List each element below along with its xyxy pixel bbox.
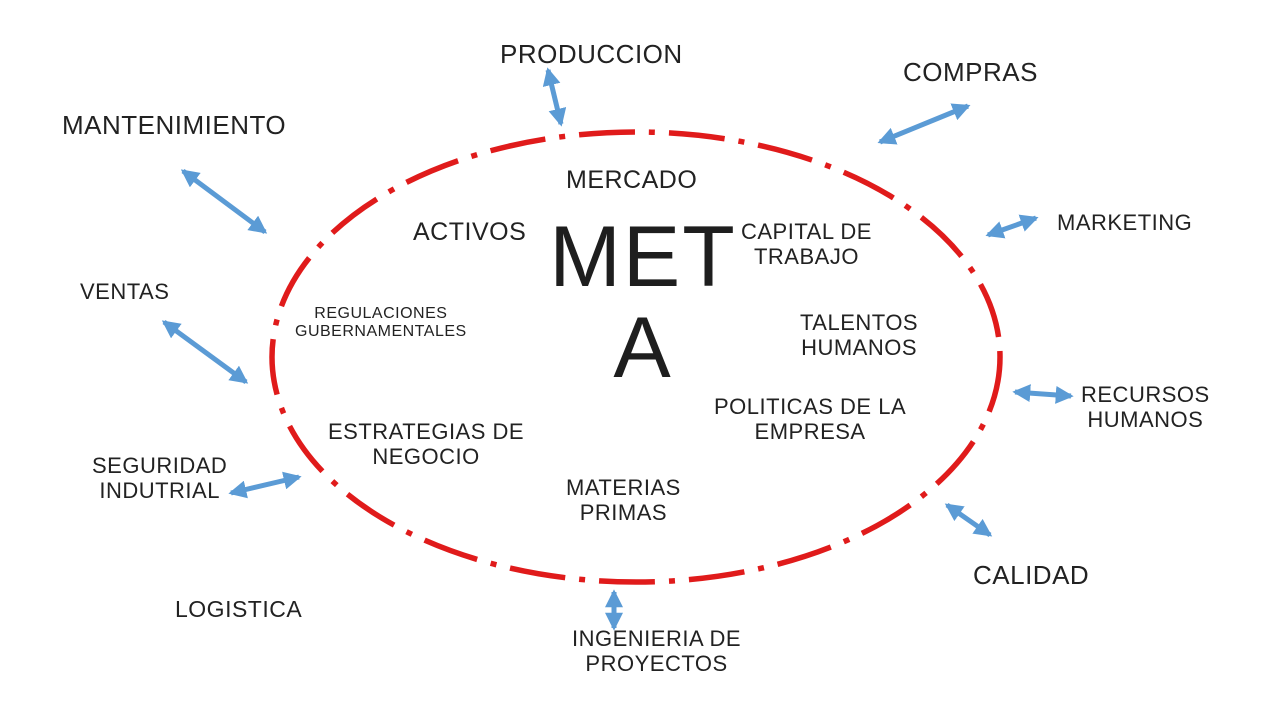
arrow-mantenimiento: [180, 168, 268, 235]
arrow-ventas: [161, 319, 249, 385]
label-calidad: CALIDAD: [973, 560, 1090, 590]
label-recursos-line-2: HUMANOS: [1087, 406, 1204, 432]
label-marketing: MARKETING: [1057, 210, 1193, 235]
label-ingenieria-line-1: INGENIERIA DE: [572, 626, 742, 651]
label-ingenieria-line-2: PROYECTOS: [585, 650, 728, 676]
arrow-produccion: [542, 67, 567, 127]
label-talentos-line-2: HUMANOS: [801, 334, 918, 360]
label-estrategias-de-negocio: ESTRATEGIAS DE NEGOCIO: [328, 419, 525, 469]
arrow-calidad: [944, 502, 993, 538]
label-talentos-line-1: TALENTOS: [800, 310, 919, 335]
label-ventas: VENTAS: [80, 279, 170, 304]
center-title-line-2: A: [613, 300, 673, 397]
label-seguridad-indutrial: SEGURIDAD INDUTRIAL: [92, 453, 228, 503]
label-materias-primas: MATERIAS PRIMAS: [566, 475, 681, 525]
label-mercado: MERCADO: [566, 166, 698, 194]
label-capital-de-trabajo: CAPITAL DE TRABAJO: [741, 219, 872, 269]
center-title-line-1: MET: [549, 209, 737, 305]
label-seguridad-line-1: SEGURIDAD: [92, 453, 228, 478]
meta-boundary-ellipse: [269, 129, 1003, 585]
arrow-marketing: [985, 214, 1039, 239]
label-politicas-line-2: EMPRESA: [754, 418, 866, 444]
label-regulaciones-gubernamentales: REGULACIONES GUBERNAMENTALES: [295, 305, 467, 341]
label-talentos-humanos: TALENTOS HUMANOS: [800, 310, 919, 360]
label-logistica: LOGISTICA: [175, 596, 303, 622]
label-compras: COMPRAS: [903, 57, 1038, 87]
arrow-recursos-humanos: [1012, 384, 1074, 404]
label-estrategias-line-1: ESTRATEGIAS DE: [328, 419, 525, 444]
arrow-compras: [877, 103, 971, 145]
label-politicas-line-1: POLITICAS DE LA: [714, 394, 907, 419]
arrow-seguridad: [228, 471, 302, 499]
label-ingenieria-de-proyectos: INGENIERIA DE PROYECTOS: [572, 626, 742, 676]
label-estrategias-line-2: NEGOCIO: [372, 443, 480, 469]
label-produccion: PRODUCCION: [500, 39, 683, 69]
label-seguridad-line-2: INDUTRIAL: [99, 477, 220, 503]
label-regulaciones-line-2: GUBERNAMENTALES: [295, 322, 467, 340]
label-recursos-humanos: RECURSOS HUMANOS: [1081, 382, 1210, 432]
label-materias-line-1: MATERIAS: [566, 475, 681, 500]
label-capital-line-2: TRABAJO: [753, 243, 859, 269]
label-mantenimiento: MANTENIMIENTO: [62, 110, 287, 140]
label-activos: ACTIVOS: [413, 218, 527, 246]
label-materias-line-2: PRIMAS: [579, 499, 668, 525]
label-recursos-line-1: RECURSOS: [1081, 382, 1210, 407]
label-politicas-de-la-empresa: POLITICAS DE LA EMPRESA: [714, 394, 907, 444]
label-regulaciones-line-1: REGULACIONES: [314, 305, 448, 322]
label-capital-line-1: CAPITAL DE: [741, 219, 872, 244]
center-title-meta: MET A: [548, 209, 738, 397]
